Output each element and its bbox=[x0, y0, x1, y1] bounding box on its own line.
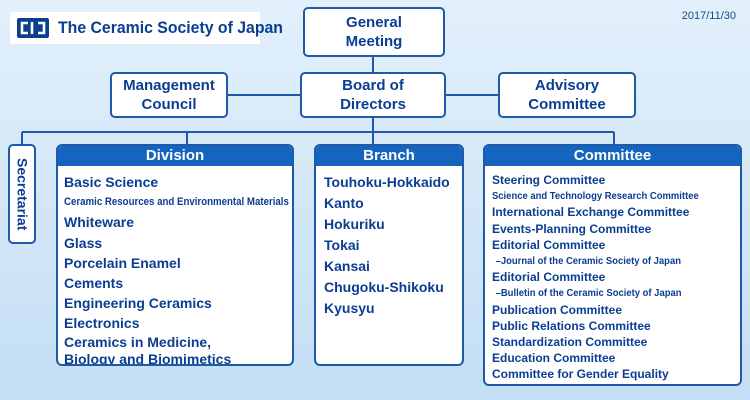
committee-panel: Committee Steering Committee Science and… bbox=[483, 144, 742, 386]
list-item: Standardization Committee bbox=[492, 335, 648, 350]
management-council-box: Management Council bbox=[110, 72, 228, 118]
division-header: Division bbox=[58, 146, 292, 166]
list-item: Basic Science bbox=[64, 174, 159, 190]
list-item: Editorial Committee bbox=[492, 237, 606, 252]
list-item: Public Relations Committee bbox=[492, 318, 651, 333]
branch-header: Branch bbox=[316, 146, 462, 166]
branch-list: Touhoku-Hokkaido Kanto Hokuriku Tokai Ka… bbox=[316, 166, 462, 319]
list-item: Hokuriku bbox=[324, 216, 385, 232]
list-item: Electronics bbox=[64, 315, 140, 332]
csj-logo-icon bbox=[17, 18, 49, 38]
committee-list: Steering Committee Science and Technolog… bbox=[485, 166, 740, 383]
list-item: Education Committee bbox=[492, 351, 616, 366]
list-item: Porcelain Enamel bbox=[64, 254, 181, 271]
list-item: International Exchange Committee bbox=[492, 205, 690, 220]
board-of-directors-box: Board of Directors bbox=[300, 72, 446, 118]
general-meeting-box: General Meeting bbox=[303, 7, 445, 57]
committee-header: Committee bbox=[485, 146, 740, 166]
list-item: Tokai bbox=[324, 237, 360, 253]
list-item: Ceramics in Medicine, Biology and Biomim… bbox=[64, 333, 232, 366]
list-item: Cements bbox=[64, 275, 124, 292]
list-item: –Bulletin of the Ceramic Society of Japa… bbox=[495, 287, 682, 300]
list-item: Ceramic Resources and Environmental Mate… bbox=[64, 196, 289, 209]
list-item: Science and Technology Research Committe… bbox=[492, 190, 699, 203]
date-label: 2017/11/30 bbox=[681, 10, 736, 22]
list-item: Committee for Gender Equality bbox=[492, 367, 669, 382]
list-item: Publication Committee bbox=[492, 302, 623, 317]
society-name: The Ceramic Society of Japan bbox=[58, 18, 283, 37]
list-item: Kanto bbox=[324, 195, 364, 211]
division-list: Basic Science Ceramic Resources and Envi… bbox=[58, 166, 292, 366]
list-item: Kyusyu bbox=[324, 300, 375, 316]
list-item: Chugoku-Shikoku bbox=[324, 279, 444, 295]
list-item: Editorial Committee bbox=[492, 270, 606, 285]
advisory-committee-box: Advisory Committee bbox=[498, 72, 636, 118]
secretariat-label: Secretariat bbox=[14, 157, 31, 231]
list-item: –Journal of the Ceramic Society of Japan bbox=[495, 255, 681, 268]
list-item: Engineering Ceramics bbox=[64, 295, 212, 312]
division-panel: Division Basic Science Ceramic Resources… bbox=[56, 144, 294, 366]
list-item: Whiteware bbox=[64, 214, 135, 231]
list-item: Events-Planning Committee bbox=[492, 221, 652, 236]
list-item: Touhoku-Hokkaido bbox=[324, 174, 450, 190]
society-logo: The Ceramic Society of Japan bbox=[10, 12, 283, 44]
branch-panel: Branch Touhoku-Hokkaido Kanto Hokuriku T… bbox=[314, 144, 464, 366]
secretariat-box: Secretariat bbox=[8, 144, 36, 244]
list-item: Steering Committee bbox=[492, 173, 606, 187]
list-item: Kansai bbox=[324, 258, 370, 274]
list-item: Glass bbox=[64, 234, 103, 251]
